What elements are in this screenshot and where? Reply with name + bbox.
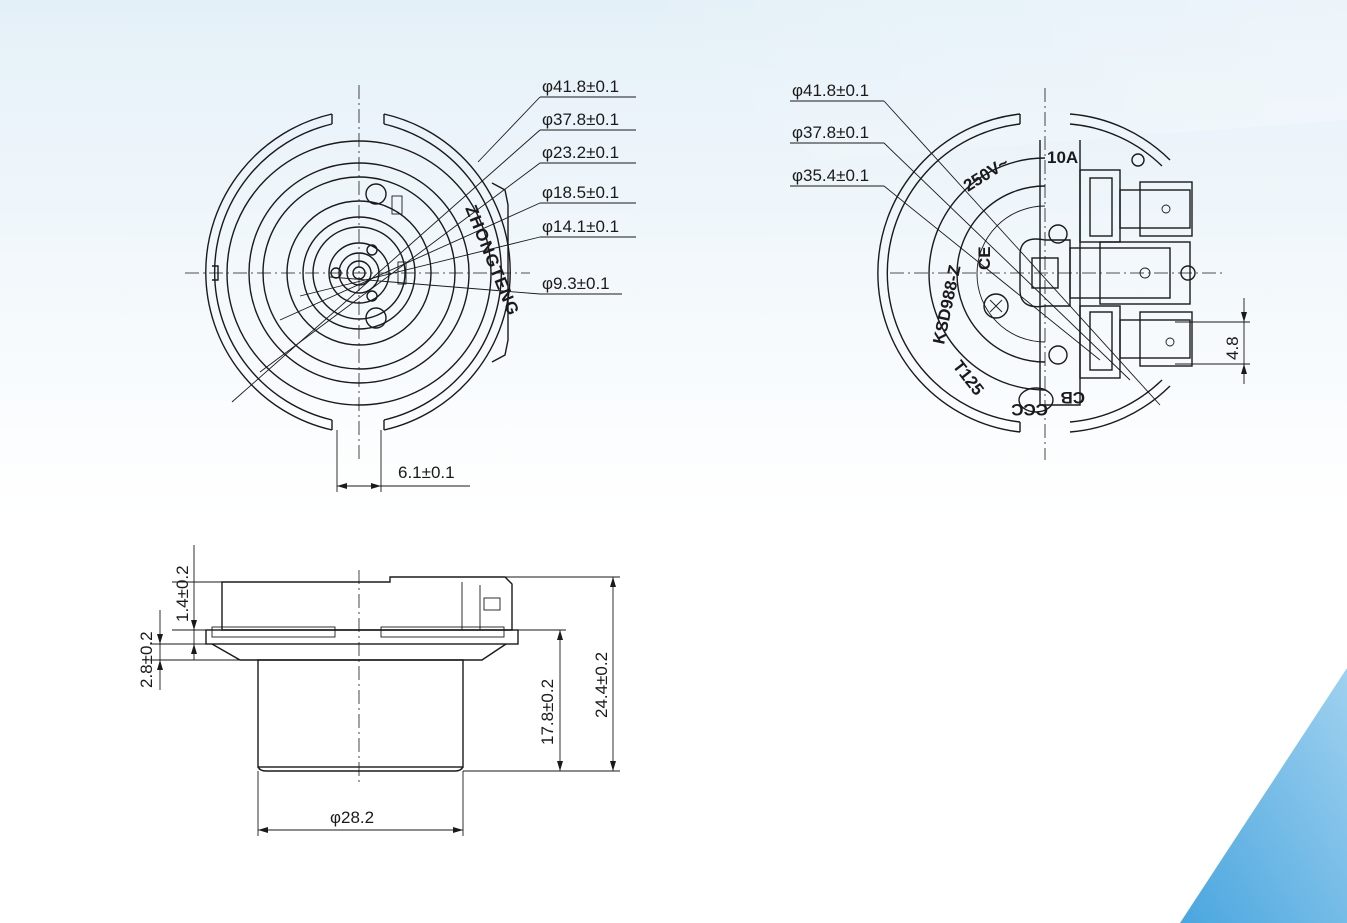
front-dim-1: φ41.8±0.1 <box>542 77 619 96</box>
side-dim-dia: φ28.2 <box>330 808 374 827</box>
front-width-dim: 6.1±0.1 <box>398 463 455 482</box>
terminal-lower <box>1079 305 1193 379</box>
side-dim-top: 1.4±0.2 <box>173 565 192 622</box>
back-marking-ccc: CCC <box>1011 400 1048 419</box>
background-stripe <box>620 0 1347 160</box>
front-dim-6: φ9.3±0.1 <box>542 274 610 293</box>
front-dim-2: φ37.8±0.1 <box>542 110 619 129</box>
back-pin-dim: 4.8 <box>1223 336 1242 360</box>
front-dim-4: φ18.5±0.1 <box>542 183 619 202</box>
side-dim-flange: 2.8±0.2 <box>137 631 156 688</box>
back-marking-cb: CB <box>1060 388 1085 407</box>
corner-accent <box>1180 668 1347 923</box>
side-dim-body: 17.8±0.2 <box>538 679 557 745</box>
terminal-center <box>1069 241 1191 305</box>
front-dim-3: φ23.2±0.1 <box>542 143 619 162</box>
back-marking-ce: CE <box>975 246 994 270</box>
back-dim-3: φ35.4±0.1 <box>792 166 869 185</box>
front-dim-5: φ14.1±0.1 <box>542 217 619 236</box>
back-dim-1: φ41.8±0.1 <box>792 81 869 100</box>
back-ccc-mark: CCC <box>1011 387 1054 419</box>
approval-seal-icon <box>983 293 1009 319</box>
side-view: 1.4±0.2 2.8±0.2 17.8±0.2 24.4±0.2 φ28.2 <box>137 545 620 836</box>
side-dim-total: 24.4±0.2 <box>592 652 611 718</box>
back-marking-current: 10A <box>1047 148 1078 167</box>
back-view: 250V~ 10A KSD988-Z T125 CE CCC CB φ41.8±… <box>790 81 1250 460</box>
back-dim-2: φ37.8±0.1 <box>792 123 869 142</box>
